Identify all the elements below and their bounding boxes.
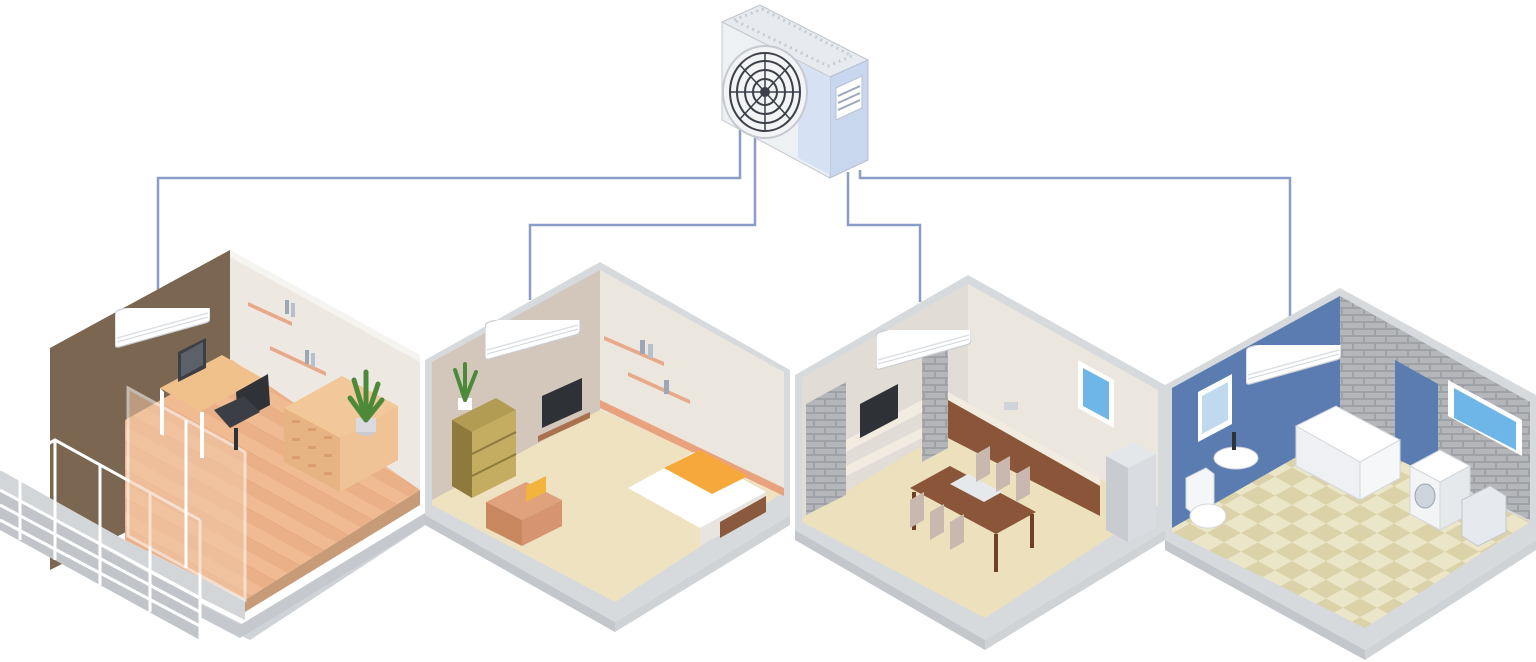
pipe-kitchen xyxy=(846,172,922,302)
pipe-office xyxy=(156,130,742,290)
office-room xyxy=(0,250,430,640)
kitchen-dining-room xyxy=(795,275,1165,650)
bedroom-room xyxy=(425,262,790,632)
pipe-bedroom xyxy=(528,135,757,300)
outdoor-condenser-icon xyxy=(720,4,870,179)
bathroom-room xyxy=(1165,288,1536,660)
pipe-bathroom xyxy=(858,170,1292,318)
refrigerant-pipes xyxy=(156,130,1292,318)
